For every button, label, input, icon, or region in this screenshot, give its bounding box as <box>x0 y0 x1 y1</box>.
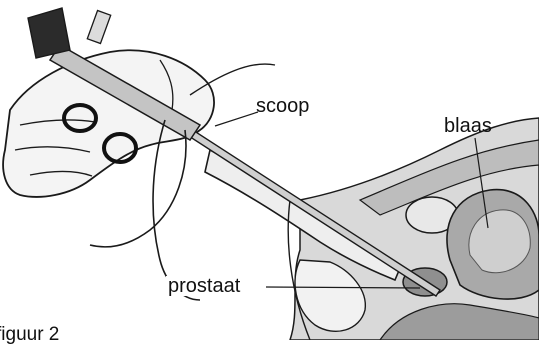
scoop-leader <box>215 112 258 126</box>
bladder-label: blaas <box>444 116 492 136</box>
eyepiece <box>28 8 70 58</box>
scope-valve <box>87 11 110 44</box>
scope-label: scoop <box>256 96 309 116</box>
prostate-label: prostaat <box>166 276 242 296</box>
figure-caption: figuur 2 <box>0 325 59 345</box>
tubing <box>153 120 200 300</box>
